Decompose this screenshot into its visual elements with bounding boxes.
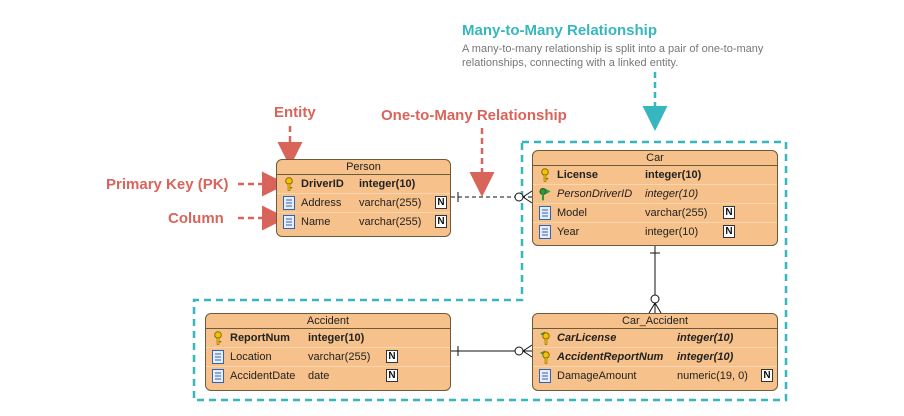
column-row[interactable]: DamageAmount numeric(19, 0) N <box>533 366 777 385</box>
column-type: integer(10) <box>677 332 734 344</box>
primary-foreign-key-icon <box>539 350 551 364</box>
column-row[interactable]: AccidentDate date N <box>206 366 450 385</box>
column-row[interactable]: DriverID integer(10) <box>277 175 450 193</box>
nullable-marker: N <box>435 215 447 228</box>
column-type: integer(10) <box>645 169 702 181</box>
column-name: ReportNum <box>230 332 290 344</box>
column-name: PersonDriverID <box>557 188 633 200</box>
primary-key-icon <box>283 177 295 191</box>
entity-accident[interactable]: Accident ReportNum integer(10) Location var… <box>205 313 451 391</box>
column-type: integer(10) <box>645 188 699 200</box>
column-name: Location <box>230 351 272 363</box>
column-icon <box>539 225 551 239</box>
primary-key-icon <box>212 331 224 345</box>
column-row[interactable]: CarLicense integer(10) <box>533 329 777 347</box>
column-type: integer(10) <box>359 178 416 190</box>
nullable-marker: N <box>723 225 735 238</box>
column-icon <box>283 196 295 210</box>
column-name: AccidentDate <box>230 370 296 382</box>
column-row[interactable]: PersonDriverID integer(10) <box>533 184 777 203</box>
column-type: integer(10) <box>645 226 699 238</box>
relationship-person-car <box>451 190 533 204</box>
column-row[interactable]: Name varchar(255) N <box>277 212 450 231</box>
column-row[interactable]: Location varchar(255) N <box>206 347 450 366</box>
column-type: date <box>308 370 330 382</box>
entity-title: Person <box>277 160 450 175</box>
column-name: Address <box>301 197 342 209</box>
column-row[interactable]: License integer(10) <box>533 166 777 184</box>
many-to-many-title: Many-to-Many Relationship <box>462 22 658 39</box>
column-icon <box>539 206 551 220</box>
column-type: integer(10) <box>677 351 734 363</box>
column-icon <box>212 350 224 364</box>
column-row[interactable]: Model varchar(255) N <box>533 203 777 222</box>
column-icon <box>539 369 551 383</box>
entity-title: Accident <box>206 314 450 329</box>
primary-key-icon <box>539 168 551 182</box>
column-type: varchar(255) <box>359 197 422 209</box>
relationship-car-car-accident <box>648 246 662 314</box>
many-to-many-description: A many-to-many relationship is split int… <box>462 43 764 69</box>
column-row[interactable]: ReportNum integer(10) <box>206 329 450 347</box>
column-name: AccidentReportNum <box>557 351 664 363</box>
column-name: Year <box>557 226 580 238</box>
entity-title: Car <box>533 151 777 166</box>
column-name: Model <box>557 207 587 219</box>
column-name: DriverID <box>301 178 344 190</box>
column-name: Name <box>301 216 331 228</box>
entity-annotation: Entity <box>274 104 316 121</box>
primary-foreign-key-icon <box>539 331 551 345</box>
primary-key-annotation: Primary Key (PK) <box>106 176 229 193</box>
column-row[interactable]: Year integer(10) N <box>533 222 777 241</box>
column-type: numeric(19, 0) <box>677 370 748 382</box>
many-to-many-group-boundary <box>192 140 788 402</box>
column-type: varchar(255) <box>359 216 422 228</box>
column-icon <box>212 369 224 383</box>
column-list: License integer(10) PersonDriverID integer(… <box>533 166 777 241</box>
entity-title: Car_Accident <box>533 314 777 329</box>
column-type: varchar(255) <box>645 207 708 219</box>
nullable-marker: N <box>386 369 398 382</box>
nullable-marker: N <box>761 369 773 382</box>
relationship-accident-car-accident <box>451 344 533 358</box>
column-list: ReportNum integer(10) Location varchar(255)… <box>206 329 450 385</box>
nullable-marker: N <box>435 196 447 209</box>
entity-car[interactable]: Car License integer(10) PersonDriverID inte… <box>532 150 778 246</box>
column-type: integer(10) <box>308 332 365 344</box>
column-row[interactable]: Address varchar(255) N <box>277 193 450 212</box>
column-name: DamageAmount <box>557 370 637 382</box>
one-to-many-annotation: One-to-Many Relationship <box>381 107 567 124</box>
column-name: License <box>557 169 598 181</box>
nullable-marker: N <box>386 350 398 363</box>
nullable-marker: N <box>723 206 735 219</box>
column-name: CarLicense <box>557 332 617 344</box>
entity-person[interactable]: Person DriverID integer(10) Address varchar… <box>276 159 451 237</box>
column-icon <box>283 215 295 229</box>
column-type: varchar(255) <box>308 351 371 363</box>
foreign-key-icon <box>539 187 551 201</box>
column-list: CarLicense integer(10) AccidentReportNum in… <box>533 329 777 385</box>
column-annotation: Column <box>168 210 224 227</box>
column-row[interactable]: AccidentReportNum integer(10) <box>533 347 777 366</box>
